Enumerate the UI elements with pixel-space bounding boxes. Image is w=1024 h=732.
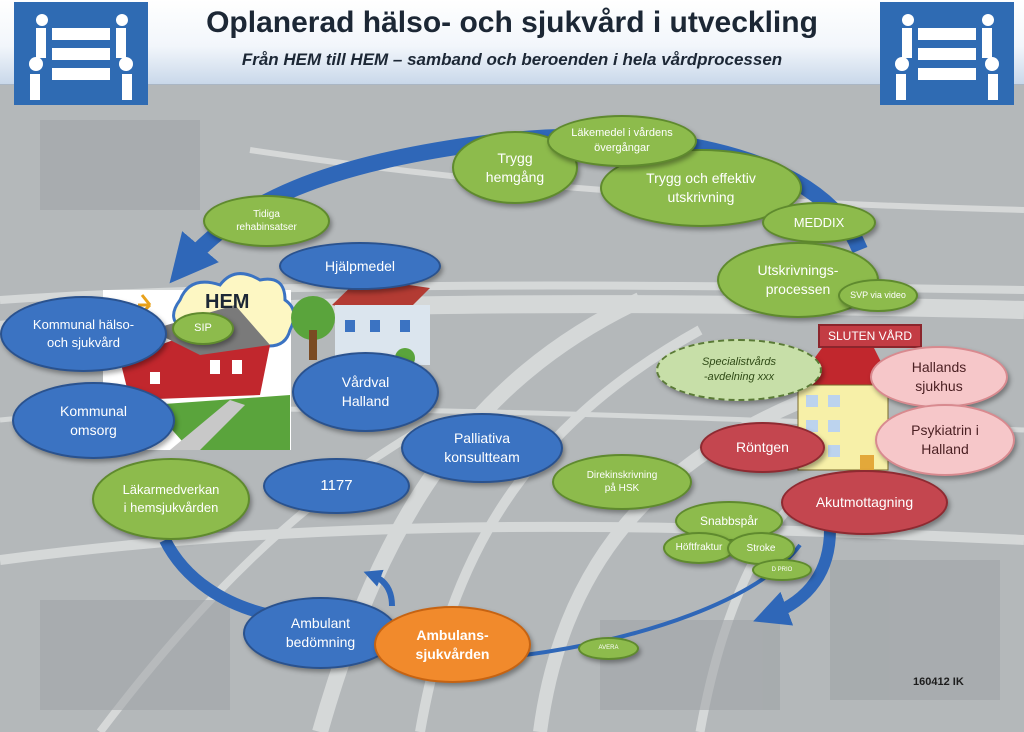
node-sip: SIP bbox=[172, 312, 234, 345]
node-akutmottagning: Akutmottagning bbox=[781, 470, 948, 535]
hospital-label: SLUTEN VÅRD bbox=[818, 324, 922, 348]
page-title: Oplanerad hälso- och sjukvård i utveckli… bbox=[206, 6, 818, 39]
node-avera: AVERA bbox=[578, 637, 639, 660]
people-puzzle-icon bbox=[29, 14, 133, 100]
node-tidiga-rehabinsatser: Tidiga rehabinsatser bbox=[203, 195, 330, 247]
node-ambulant-bedomning: Ambulant bedömning bbox=[243, 597, 398, 669]
node-meddix: MEDDIX bbox=[762, 202, 876, 243]
node-hjalpmedel: Hjälpmedel bbox=[279, 242, 441, 290]
node-hoftfraktur: Höftfraktur bbox=[663, 532, 735, 564]
node-specialistvardsavdelning: Specialistvårds -avdelning xxx bbox=[656, 339, 822, 401]
people-puzzle-icon bbox=[895, 14, 999, 100]
akut-return-arrow bbox=[753, 529, 836, 626]
node-svp-via-video: SVP via video bbox=[838, 279, 918, 312]
right-logo bbox=[880, 2, 1014, 105]
node-kommunal-halso: Kommunal hälso- och sjukvård bbox=[0, 296, 167, 372]
node-1177: 1177 bbox=[263, 458, 410, 514]
left-lower-arrow bbox=[159, 537, 272, 621]
node-ambulanssjukvarden: Ambulans- sjukvården bbox=[374, 606, 531, 683]
node-utskrivningsprocessen: Utskrivnings- processen bbox=[717, 242, 879, 318]
node-lakarmedverkan: Läkarmedverkan i hemsjukvården bbox=[92, 458, 250, 540]
node-rontgen: Röntgen bbox=[700, 422, 825, 473]
node-hallands-sjukhus: Hallands sjukhus bbox=[870, 346, 1008, 408]
node-kommunal-omsorg: Kommunal omsorg bbox=[12, 382, 175, 459]
small-up-arrow bbox=[363, 569, 395, 607]
node-lakemedel: Läkemedel i vårdens övergångar bbox=[547, 115, 697, 167]
page-subtitle: Från HEM till HEM – samband och beroende… bbox=[241, 50, 783, 69]
node-palliativa-konsultteam: Palliativa konsultteam bbox=[401, 413, 563, 483]
node-vardval-halland: Vårdval Halland bbox=[292, 352, 439, 432]
document-code: 160412 IK bbox=[913, 676, 964, 688]
home-label: HEM bbox=[205, 291, 249, 313]
header-band bbox=[0, 0, 1024, 85]
node-dprio: D PRIO bbox=[752, 559, 812, 581]
node-direktinskrivning: Direkinskrivning på HSK bbox=[552, 454, 692, 510]
node-psykiatrin-halland: Psykiatrin i Halland bbox=[875, 404, 1015, 476]
left-logo bbox=[14, 2, 148, 105]
